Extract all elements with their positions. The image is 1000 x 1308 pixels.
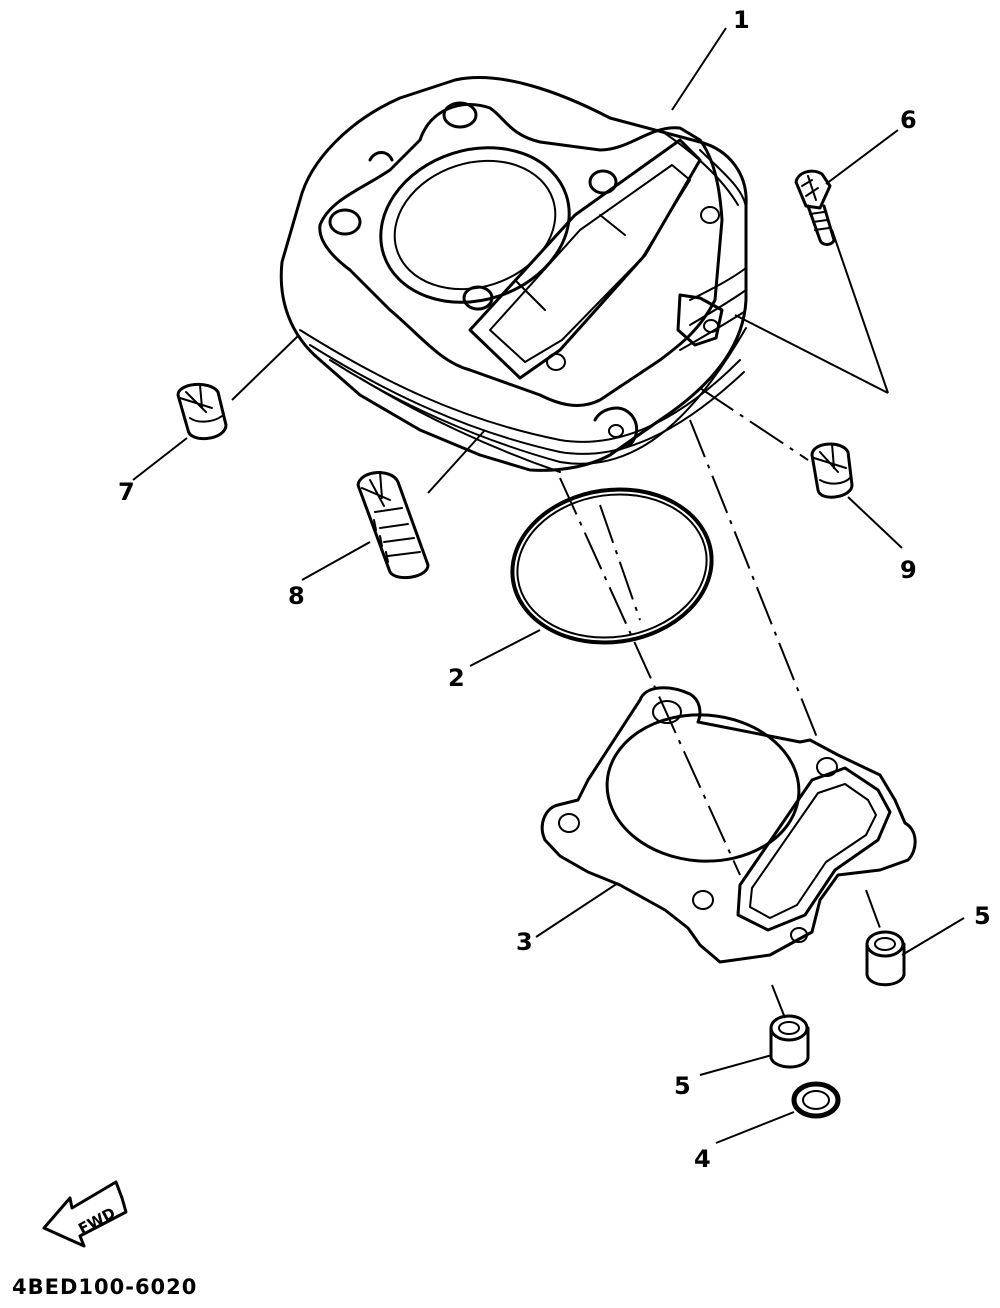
stud-part-8 xyxy=(356,471,430,580)
callout-5-upper: 5 xyxy=(974,902,991,930)
cylinder-part-1 xyxy=(279,76,748,473)
callout-3: 3 xyxy=(516,928,533,956)
washer-part-4 xyxy=(791,1081,841,1119)
callout-8: 8 xyxy=(288,582,305,610)
plug-part-9 xyxy=(810,442,854,499)
fwd-label: FWD xyxy=(75,1204,118,1238)
callout-2: 2 xyxy=(448,664,465,692)
plug-part-7 xyxy=(176,383,228,441)
callout-labels: 1 2 3 4 5 5 6 7 8 9 xyxy=(118,6,991,1173)
assembly-lines xyxy=(559,387,881,1019)
drawing-code: 4BED100-6020 xyxy=(12,1275,197,1299)
dowel-pin-part-5-upper xyxy=(865,930,906,987)
o-ring-part-2 xyxy=(510,487,714,645)
dowel-pin-part-5-lower xyxy=(769,1014,810,1069)
callout-5-lower: 5 xyxy=(674,1072,691,1100)
callout-1: 1 xyxy=(733,6,750,34)
leader-lines xyxy=(132,27,965,1144)
forward-arrow: FWD xyxy=(42,1180,128,1248)
callout-4: 4 xyxy=(694,1145,711,1173)
callout-7: 7 xyxy=(118,478,135,506)
bolt-part-6 xyxy=(794,169,836,246)
callout-6: 6 xyxy=(900,106,917,134)
callout-9: 9 xyxy=(900,556,917,584)
gasket-part-3 xyxy=(540,686,917,964)
